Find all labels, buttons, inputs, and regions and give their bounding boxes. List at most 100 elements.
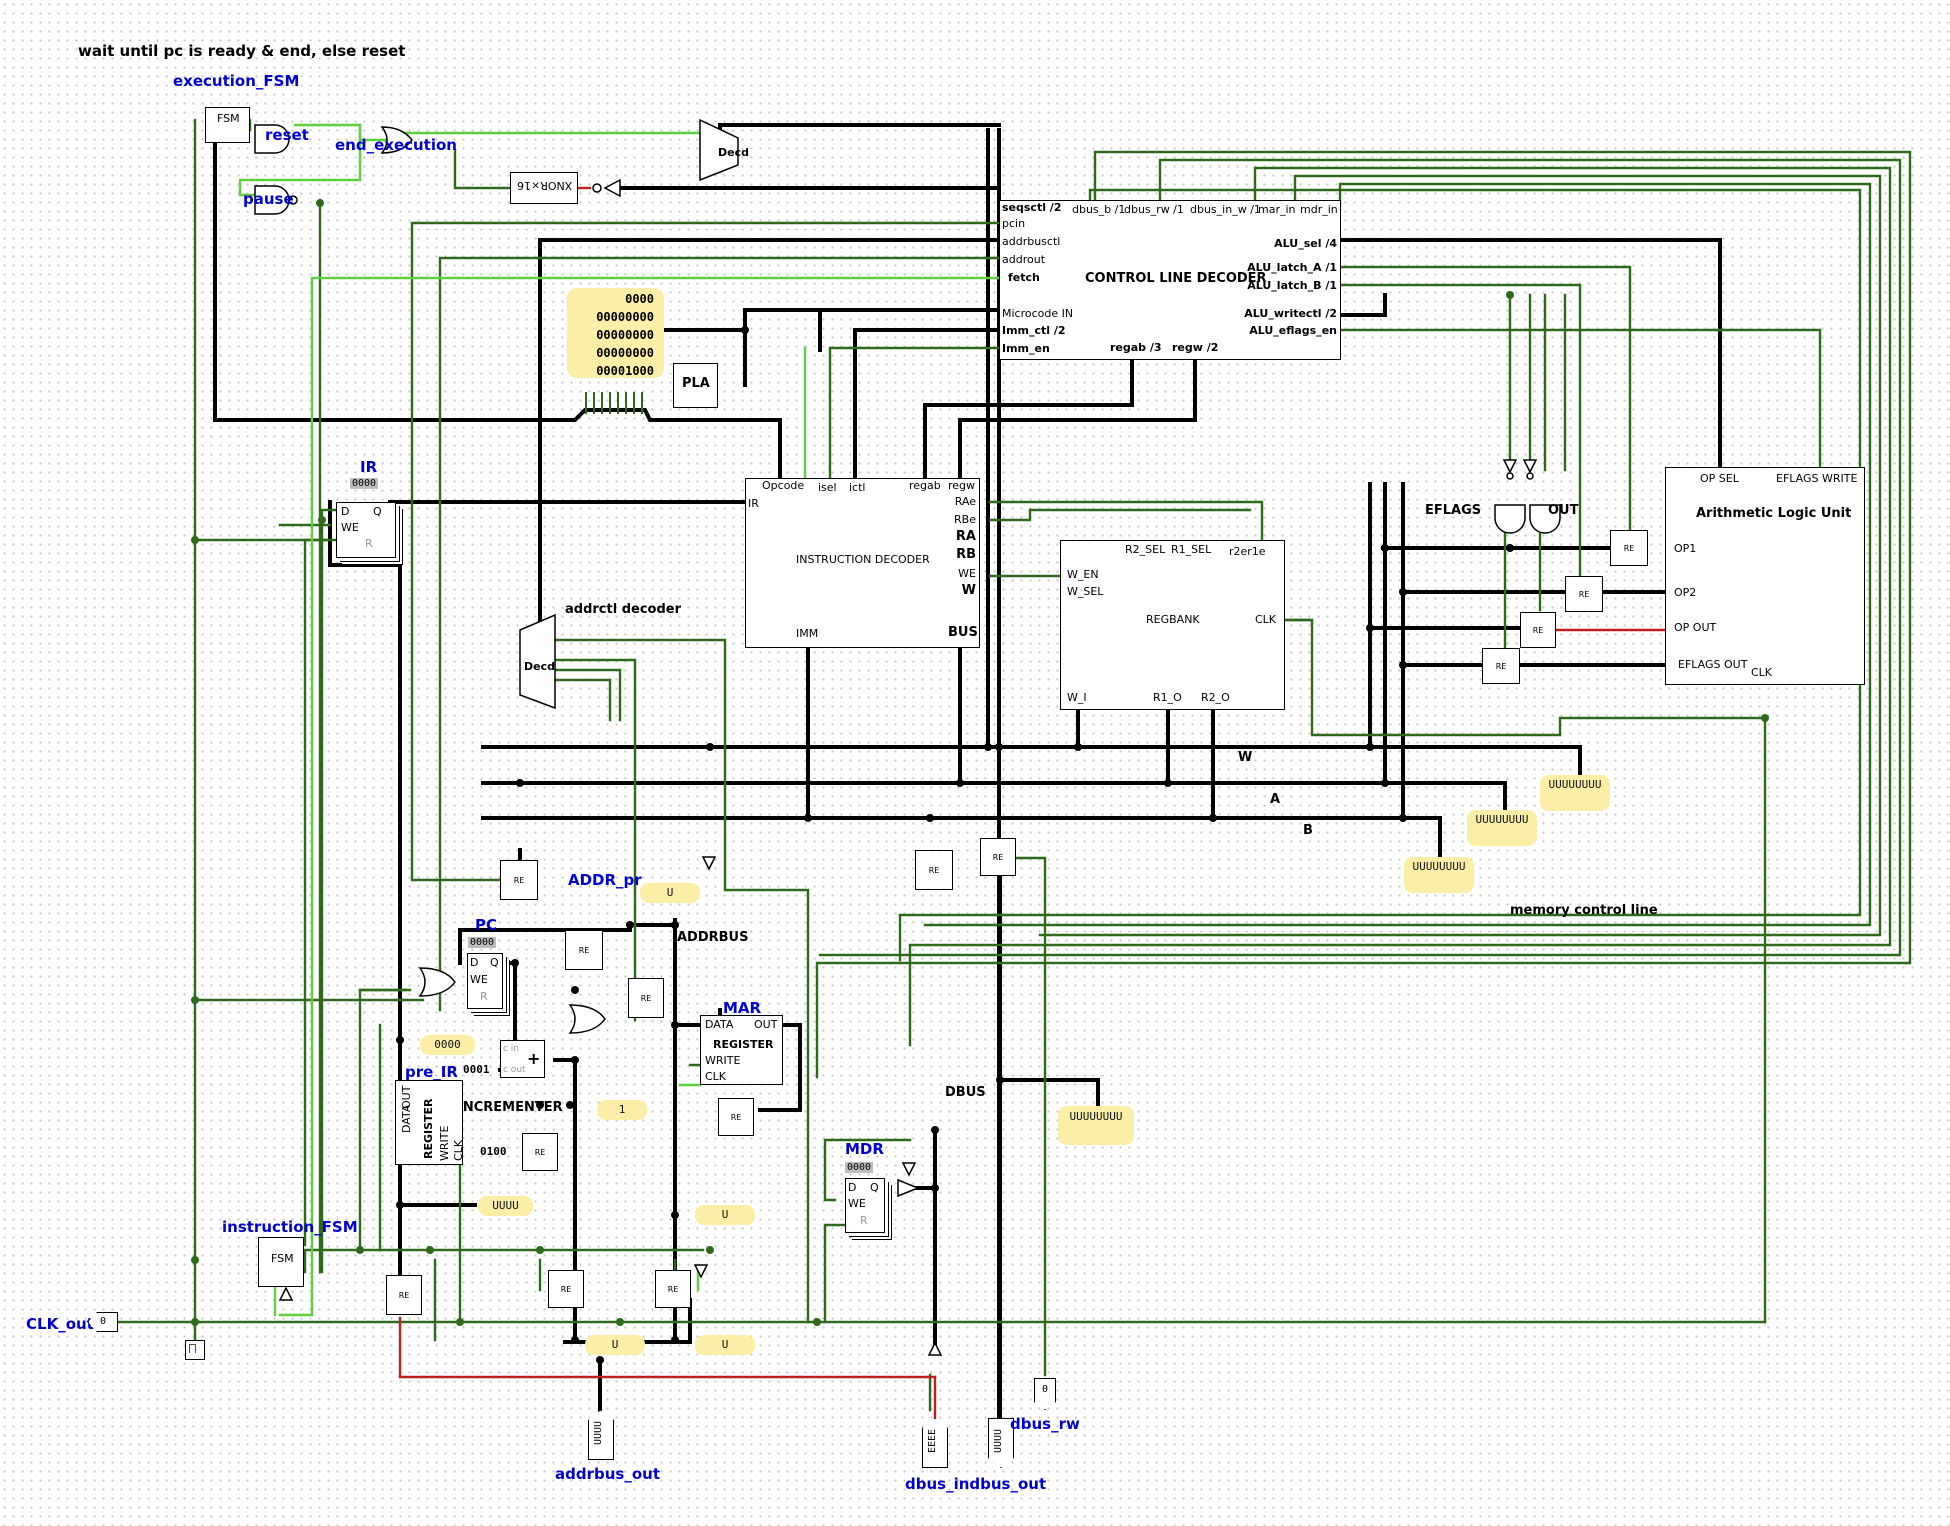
instr-fsm-out (303, 1248, 705, 1274)
bus-a-label: A (1270, 792, 1281, 807)
probe-pre-ir: UUUU (478, 1196, 533, 1216)
bus-w (481, 745, 1582, 782)
alu-pin-op1: OP1 (1674, 542, 1697, 555)
pre-ir-register[interactable]: DATA OUT REGISTER WRITE CLK (395, 1080, 465, 1165)
cld-pin-alulatchb: ALU_latch_B /1 (1247, 279, 1337, 292)
rb-pin-clk: CLK (1254, 613, 1276, 626)
cld-title: CONTROL LINE DECODER (1085, 271, 1267, 286)
alu-sel-line (1338, 238, 1722, 472)
addrbus-out-val: UUUU (593, 1420, 604, 1445)
clk-out-pin[interactable]: 0 (88, 1312, 118, 1332)
tri-mdr-out (897, 1178, 921, 1198)
pause-label: pause (243, 190, 294, 208)
clk-out-label: CLK_out (26, 1315, 94, 1333)
addrctl-decd-text: Decd (524, 660, 555, 673)
not-xnor (603, 178, 621, 198)
cld-pin-immctl: Imm_ctl /2 (1002, 324, 1066, 337)
regw-line (958, 358, 1197, 480)
rb-pin-wen: W_EN (1067, 568, 1099, 581)
error-red (398, 1316, 937, 1422)
addrbus-out-pin[interactable]: UUUU (588, 1410, 614, 1460)
addrbus-out-label: addrbus_out (555, 1465, 660, 1483)
seqsctl-line (718, 123, 1001, 142)
dbus-out-pin[interactable]: UUUU (988, 1418, 1014, 1468)
alu-eflags-en (1338, 328, 1822, 472)
dbus-out-val: UUUU (993, 1428, 1004, 1453)
incrementer-label: INCREMENTER (458, 1100, 563, 1115)
clock-icon (189, 1344, 196, 1353)
alu[interactable]: Arithmetic Logic Unit OP SEL EFLAGS WRIT… (1665, 467, 1865, 685)
alu-pin-eflagsout: EFLAGS OUT (1678, 658, 1748, 671)
dbus-label: DBUS (945, 1085, 986, 1100)
re-block-bottom-2: RE (655, 1270, 691, 1308)
alu-pin-clk: CLK (1751, 666, 1773, 679)
ir-pin-r: R (365, 537, 373, 550)
mem-ctl-2 (818, 158, 1902, 957)
pre-ir-label: pre_IR (405, 1063, 458, 1081)
mdr-register[interactable]: D Q WE R (845, 1178, 885, 1233)
mar-pin-write: WRITE (705, 1054, 741, 1067)
addrctl-4 (553, 678, 612, 722)
rb-pin-r1sel: R1_SEL (1171, 543, 1212, 556)
rom-line-3: 00000000 (596, 346, 654, 360)
ir-register[interactable]: D Q WE R (336, 502, 396, 558)
cld-pin-immen: Imm_en (1002, 342, 1050, 355)
const-0100: 0100 (480, 1145, 507, 1158)
re-block-alu-op2: RE (1565, 576, 1603, 612)
regbank[interactable]: REGBANK R2_SEL R1_SEL r2er1e W_EN W_SEL … (1060, 540, 1285, 710)
pla-box[interactable]: PLA (673, 363, 718, 408)
re-block-mar: RE (718, 1098, 754, 1136)
incrementer[interactable]: c in + c out (500, 1040, 545, 1078)
addrbusctl-line (538, 238, 1002, 622)
mem-ctl-1 (815, 150, 1912, 1079)
pc-pin-we: WE (470, 973, 488, 986)
cld-pin-regab: regab /3 (1110, 341, 1162, 354)
rom-line-2: 00000000 (596, 328, 654, 342)
clock-source[interactable] (185, 1340, 205, 1360)
pc-register[interactable]: D Q WE R (467, 953, 503, 1009)
bus-w-label: W (1238, 750, 1253, 765)
rb-pin-wsel: W_SEL (1067, 585, 1104, 598)
rb-pin-r2sel: R2_SEL (1125, 543, 1166, 556)
mar-label: MAR (723, 999, 762, 1017)
dbus-in-pin[interactable]: EEEE (922, 1418, 948, 1468)
instruction-decoder[interactable]: INSTRUCTION DECODER Opcode isel ictl reg… (745, 478, 980, 648)
id-pin-rae: RAe (954, 495, 976, 508)
id-pin-we: WE (958, 567, 976, 580)
mar-register[interactable]: DATA OUT REGISTER WRITE CLK (700, 1015, 783, 1085)
bus-a (481, 781, 1507, 817)
memory-control-line-label: memory control line (1510, 903, 1658, 918)
pla-out-a (743, 308, 1002, 364)
addrctl-decoder-label: addrctl decoder (565, 602, 681, 617)
dbus-rw-out (1013, 856, 1047, 1377)
fetch-line-dark (438, 256, 1002, 1012)
execution-fsm-box[interactable]: FSM (205, 107, 250, 143)
microcode-line (818, 308, 1002, 352)
mar-title: REGISTER (713, 1038, 774, 1051)
mar-pin-clk: CLK (705, 1070, 727, 1083)
mdr-pin-r: R (860, 1214, 868, 1227)
id-pin-ir: IR (748, 497, 759, 510)
alu-pin-opout: OP OUT (1674, 621, 1717, 634)
pc-pin-d: D (470, 956, 479, 969)
control-line-decoder[interactable]: CONTROL LINE DECODER seqsctl /2 pcin add… (999, 200, 1341, 360)
reset-bright (238, 123, 362, 197)
instruction-fsm-box[interactable]: FSM (258, 1237, 304, 1287)
id-pin-isel: isel (818, 481, 837, 494)
probe-addr-pr: U (640, 883, 700, 903)
id-pin-opcode: Opcode (762, 479, 805, 492)
dbus-rw-label: dbus_rw (1010, 1415, 1080, 1433)
dbus-rw-pin[interactable]: 0 (1034, 1378, 1056, 1410)
fsm-right-1 (303, 538, 332, 1247)
decd-top-label: Decd (718, 146, 749, 159)
mar-pin-data: DATA (705, 1018, 734, 1031)
out-label: OUT (1548, 503, 1579, 518)
cld-pin-addrout: addrout (1002, 253, 1046, 266)
id-rae (988, 500, 1264, 542)
probe-u3: U (695, 1335, 755, 1355)
header-note: wait until pc is ready & end, else reset (78, 42, 406, 60)
mar-out (758, 1023, 802, 1112)
xnor-text: XNOR×16 (517, 179, 573, 192)
re-block-eflags: RE (1482, 648, 1520, 684)
tri-eflags-2 (1522, 459, 1538, 474)
